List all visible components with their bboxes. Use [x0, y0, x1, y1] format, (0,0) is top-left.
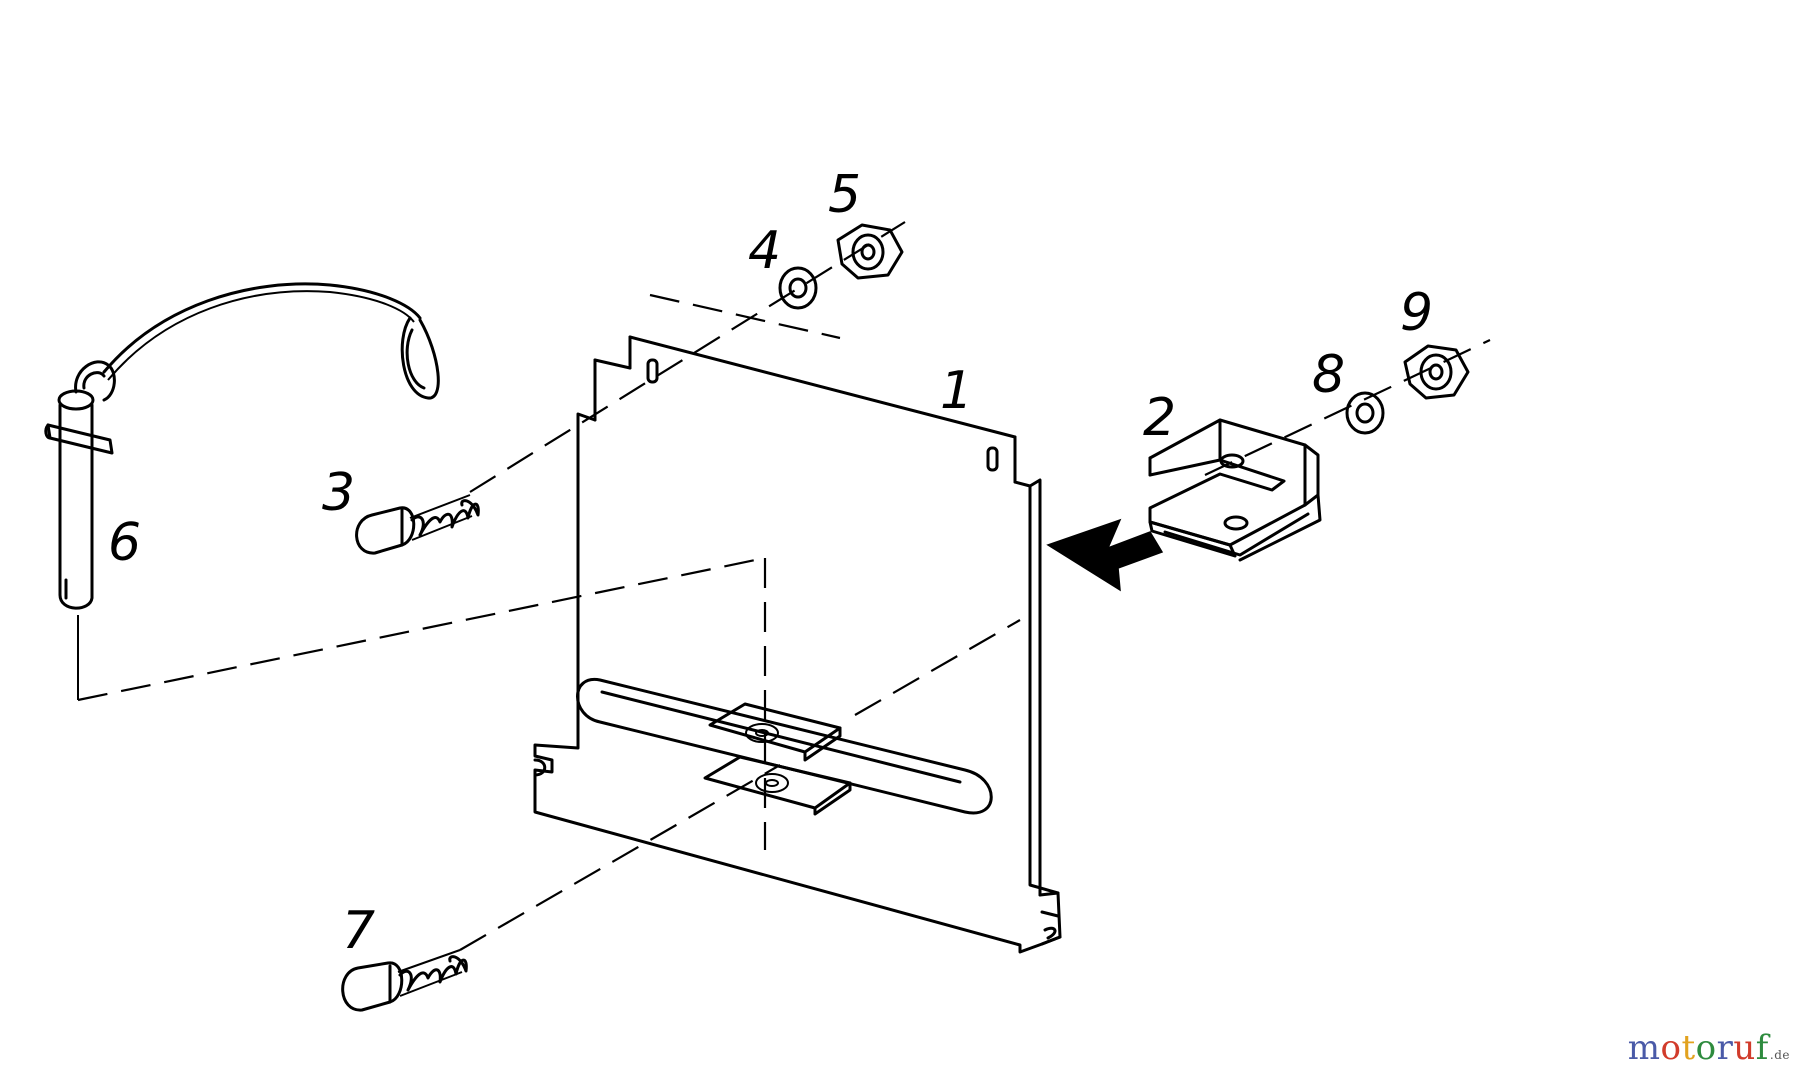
assembly-lines: [77, 221, 1491, 951]
plate-hole-right: [986, 446, 999, 472]
callout-3: 3: [322, 463, 355, 523]
bolt-7: [341, 949, 468, 1012]
callout-labels: 1 2 3 4 5 6 7 8 9: [108, 165, 1433, 961]
linch-pin-6: [44, 282, 440, 610]
watermark-text: motoruf: [1628, 1028, 1769, 1068]
callout-6: 6: [108, 513, 141, 573]
washer-4: [778, 266, 818, 310]
watermark-letter: o: [1660, 1028, 1682, 1068]
callout-4: 4: [748, 221, 781, 281]
watermark-letter: t: [1681, 1028, 1696, 1068]
mounting-plate: [533, 335, 1062, 954]
watermark-letter: u: [1733, 1028, 1756, 1068]
callout-2: 2: [1143, 388, 1176, 448]
clamp-plates: [703, 702, 852, 816]
callout-1: 1: [940, 361, 973, 421]
nut-5: [836, 223, 904, 280]
watermark-suffix: .de: [1769, 1048, 1790, 1062]
callout-8: 8: [1312, 345, 1345, 405]
watermark: motoruf.de: [1628, 1028, 1790, 1068]
nut-9: [1403, 344, 1470, 400]
bracket: [1148, 418, 1322, 562]
watermark-letter: o: [1695, 1028, 1717, 1068]
mounting-arrow: [1046, 518, 1164, 592]
watermark-letter: f: [1755, 1028, 1769, 1068]
bolt-3: [355, 494, 480, 555]
washer-8: [1345, 391, 1385, 435]
callout-7: 7: [342, 901, 375, 961]
watermark-letter: r: [1716, 1028, 1734, 1068]
plate-slot: [576, 677, 993, 815]
callout-5: 5: [828, 165, 861, 225]
watermark-letter: m: [1627, 1028, 1661, 1068]
plate-hole-left: [646, 358, 659, 384]
callout-9: 9: [1400, 283, 1433, 343]
